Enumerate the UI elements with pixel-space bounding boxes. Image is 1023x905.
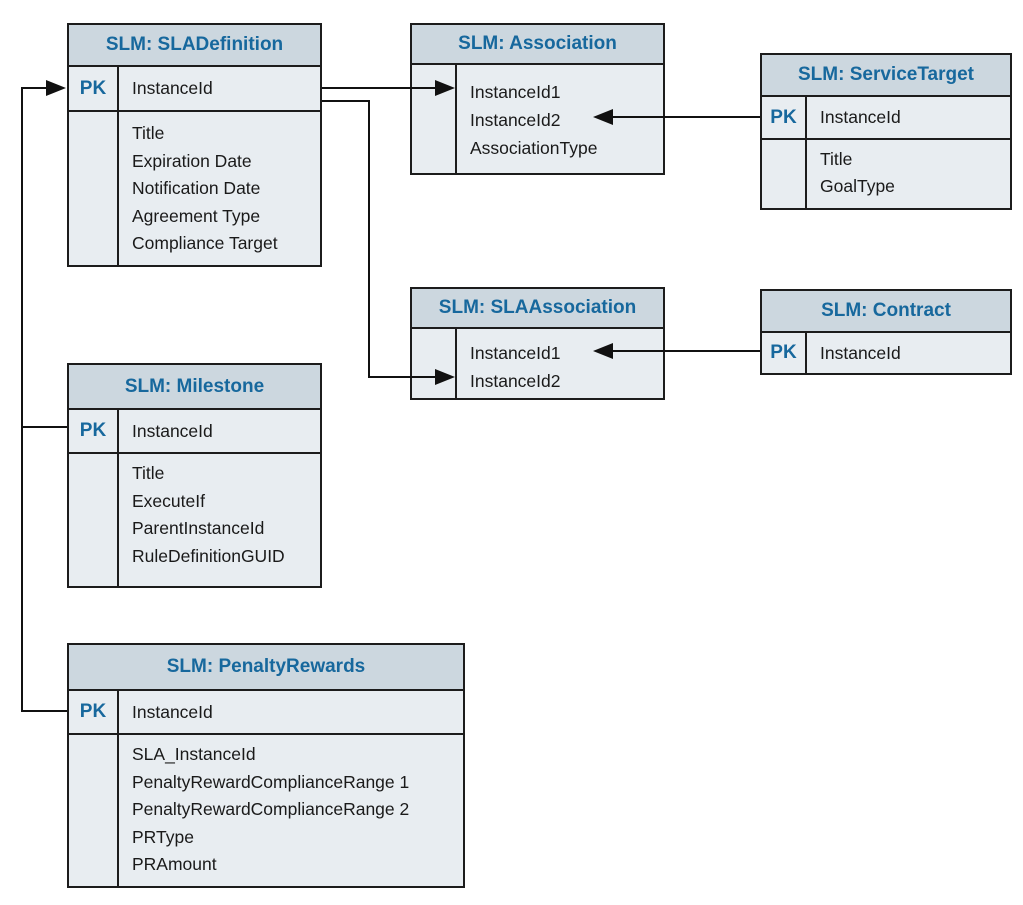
attribute: PenaltyRewardComplianceRange 1 — [132, 771, 410, 792]
table-association: SLM: Association InstanceId1 InstanceId2… — [410, 23, 665, 175]
attribute: Title — [132, 123, 165, 143]
pk-label: PK — [69, 410, 119, 452]
pk-label: PK — [69, 67, 119, 110]
attribute-row: Title ExecuteIf ParentInstanceId RuleDef… — [69, 454, 320, 586]
attribute: InstanceId2 — [470, 110, 561, 130]
pk-field: InstanceId — [132, 420, 213, 441]
arrowhead-into-association-instanceid1-icon — [435, 80, 455, 96]
arrowhead-into-slaassociation-instanceid2-icon — [435, 369, 455, 385]
pk-row: PK InstanceId — [762, 333, 1010, 373]
attribute: Expiration Date — [132, 150, 252, 171]
connector-milestone-to-trunk — [21, 426, 67, 428]
table-sla-definition: SLM: SLADefinition PK InstanceId Title E… — [67, 23, 322, 267]
table-title-penalty-rewards: SLM: PenaltyRewards — [69, 645, 463, 691]
connector-sladefinition-to-association — [322, 87, 435, 89]
connector-penaltyrewards-to-trunk — [21, 710, 67, 712]
attribute: PRAmount — [132, 854, 217, 874]
pk-label: PK — [69, 691, 119, 733]
table-milestone: SLM: Milestone PK InstanceId Title Execu… — [67, 363, 322, 588]
attribute: Compliance Target — [132, 233, 278, 253]
pk-field: InstanceId — [132, 701, 213, 722]
table-service-target: SLM: ServiceTarget PK InstanceId Title G… — [760, 53, 1012, 210]
attribute: PRType — [132, 826, 194, 847]
table-title-association: SLM: Association — [412, 25, 663, 65]
pk-field: InstanceId — [820, 342, 901, 363]
attribute: GoalType — [820, 176, 895, 196]
table-title-service-target: SLM: ServiceTarget — [762, 55, 1010, 97]
attribute: ParentInstanceId — [132, 518, 265, 538]
attribute: SLA_InstanceId — [132, 744, 256, 764]
attribute-row: InstanceId1 InstanceId2 AssociationType — [412, 65, 663, 173]
connector-sladefinition-to-slaassociation-seg1 — [322, 100, 370, 102]
attribute-row: Title Expiration Date Notification Date … — [69, 112, 320, 265]
table-title-milestone: SLM: Milestone — [69, 365, 320, 410]
connector-sladefinition-to-slaassociation-seg3 — [368, 376, 435, 378]
attribute: Notification Date — [132, 178, 261, 198]
pk-field: InstanceId — [132, 78, 213, 98]
arrowhead-into-association-instanceid2-icon — [593, 109, 613, 125]
connector-sladefinition-to-slaassociation-seg2 — [368, 100, 370, 378]
table-title-sla-association: SLM: SLAAssociation — [412, 289, 663, 329]
pk-label: PK — [762, 333, 807, 373]
pk-row: PK InstanceId — [69, 410, 320, 454]
attribute-row: SLA_InstanceId PenaltyRewardComplianceRa… — [69, 735, 463, 886]
arrowhead-into-slaassociation-instanceid1-icon — [593, 343, 613, 359]
attribute: Title — [820, 149, 853, 169]
table-penalty-rewards: SLM: PenaltyRewards PK InstanceId SLA_In… — [67, 643, 465, 888]
attribute: RuleDefinitionGUID — [132, 545, 285, 566]
key-spacer-cell — [69, 112, 119, 265]
pk-field: InstanceId — [820, 107, 901, 127]
attribute: ExecuteIf — [132, 490, 205, 511]
table-contract: SLM: Contract PK InstanceId — [760, 289, 1012, 375]
pk-label: PK — [762, 97, 807, 138]
attribute-row: InstanceId1 InstanceId2 — [412, 329, 663, 398]
attribute: InstanceId1 — [470, 82, 561, 102]
table-title-sla-definition: SLM: SLADefinition — [69, 25, 320, 67]
key-spacer-cell — [412, 329, 457, 398]
attribute: AssociationType — [470, 138, 598, 158]
attribute: InstanceId1 — [470, 343, 561, 363]
key-spacer-cell — [69, 454, 119, 586]
key-spacer-cell — [762, 140, 807, 208]
connector-servicetarget-to-association — [611, 116, 760, 118]
connector-contract-to-slaassociation — [611, 350, 760, 352]
key-spacer-cell — [69, 735, 119, 886]
pk-row: PK InstanceId — [762, 97, 1010, 140]
pk-row: PK InstanceId — [69, 67, 320, 112]
key-spacer-cell — [412, 65, 457, 173]
attribute: Title — [132, 463, 165, 483]
table-title-contract: SLM: Contract — [762, 291, 1010, 333]
connector-trunk-to-sladefinition — [21, 87, 48, 89]
attribute-row: Title GoalType — [762, 140, 1010, 208]
arrowhead-into-sladefinition-pk-icon — [46, 80, 66, 96]
connector-left-trunk-vertical — [21, 87, 23, 712]
attribute: PenaltyRewardComplianceRange 2 — [132, 799, 410, 819]
attribute: InstanceId2 — [470, 371, 561, 391]
pk-row: PK InstanceId — [69, 691, 463, 735]
attribute: Agreement Type — [132, 205, 261, 226]
